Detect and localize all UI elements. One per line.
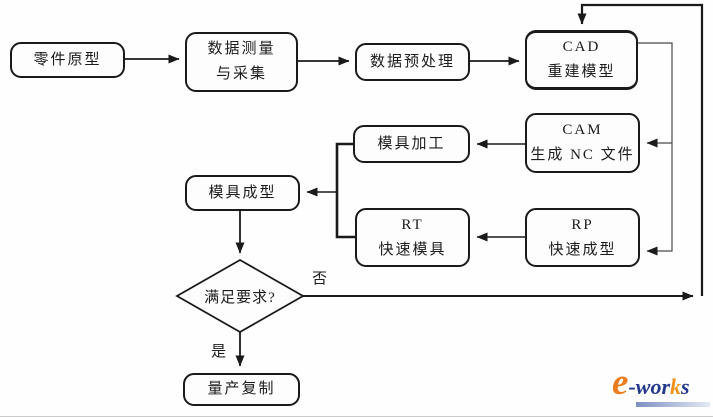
node-label-line2: 重建模型 <box>547 64 616 80</box>
logo-text-wor: -wor <box>628 374 670 399</box>
decision-diamond <box>175 258 305 334</box>
node-mold-machining: 模具加工 <box>353 125 470 163</box>
node-label: 模具成型 <box>208 184 277 201</box>
node-label-line1: 数据测量 <box>207 41 276 58</box>
node-label-line1: RT <box>401 216 424 233</box>
node-label: 零件原型 <box>33 51 102 68</box>
node-rp-rapid-prototyping: RP 快速成型 <box>525 208 640 267</box>
eworks-logo: e-works <box>612 364 712 412</box>
edge-feedback-to-cad <box>577 3 704 296</box>
node-mass-production: 量产复制 <box>183 373 300 406</box>
edge-cad-to-rp <box>638 42 673 256</box>
node-label-line1: CAD <box>562 39 601 56</box>
node-label: 模具加工 <box>377 135 446 152</box>
node-mold-forming: 模具成型 <box>185 175 300 211</box>
node-label-line2: 快速成型 <box>548 241 617 258</box>
node-data-measurement: 数据测量 与采集 <box>185 32 298 92</box>
node-cad-rebuild-model: CAD 重建模型 <box>525 30 638 90</box>
node-label: 数据预处理 <box>369 53 455 70</box>
logo-text-s: s <box>681 374 690 399</box>
edge-merge-machining-rt <box>335 142 355 239</box>
node-label-line2: 与采集 <box>215 66 267 82</box>
node-label-line1: CAM <box>562 122 603 139</box>
node-label-line1: RP <box>571 216 594 233</box>
branch-label-yes: 是 <box>211 344 227 360</box>
node-label-line2: 快速模具 <box>378 241 447 258</box>
node-label-line2: 生成 NC 文件 <box>530 147 635 163</box>
decision-label: 满足要求? <box>204 289 276 306</box>
node-label: 量产复制 <box>207 381 276 398</box>
node-part-prototype: 零件原型 <box>10 42 125 78</box>
node-rt-rapid-tooling: RT 快速模具 <box>355 208 470 267</box>
logo-e-swoosh: e <box>612 362 629 403</box>
logo-underline-bar <box>636 402 710 407</box>
branch-label-no: 否 <box>312 271 328 287</box>
node-cam-nc-file: CAM 生成 NC 文件 <box>525 113 640 173</box>
page-bottom-rule <box>0 416 713 417</box>
node-data-preprocessing: 数据预处理 <box>355 43 470 81</box>
logo-text-k: k <box>670 374 681 399</box>
